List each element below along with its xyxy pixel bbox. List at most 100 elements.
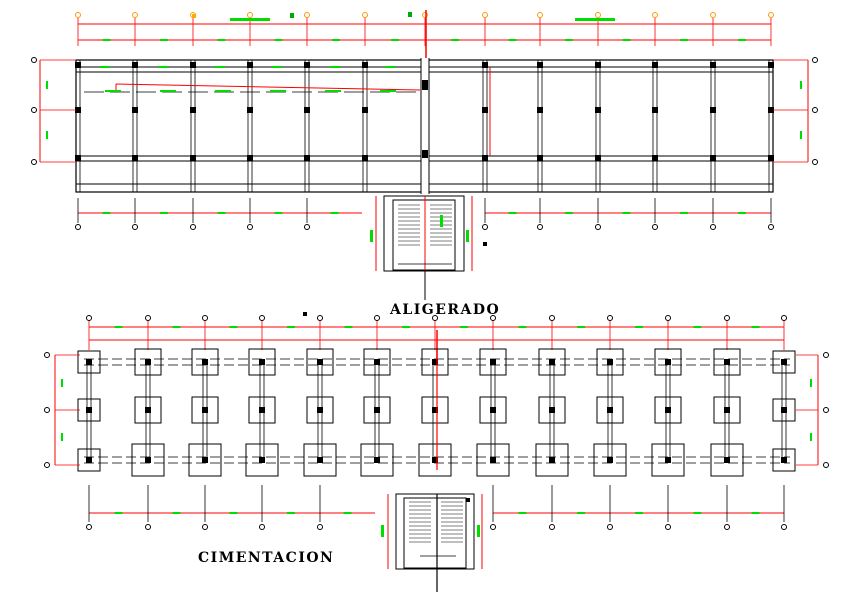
dimension-text [274,212,283,214]
footing-column [374,457,380,463]
dimension-text [751,512,760,514]
column [595,155,601,161]
dimension-text [215,90,231,92]
dimension-text [565,212,573,214]
dimension-text [565,39,573,41]
axis-bubble-top [304,12,310,18]
footing-column [781,359,787,365]
footing [654,396,682,424]
axis-bubble-top [549,315,555,321]
dimension-text [622,39,631,41]
footing-column [549,457,555,463]
dimension-text [680,39,688,41]
dimension-text-overall [230,18,270,21]
dimension-text [229,512,238,514]
column [537,107,543,113]
axis-bubble-left [31,107,37,113]
dimension-text [102,39,111,41]
dimension-text [217,212,226,214]
footing-column [317,457,323,463]
column [304,155,310,161]
column [362,107,368,113]
stair-inner [392,199,456,271]
axis-bubble-top [317,315,323,321]
dimension-text [800,131,802,139]
axis-bubble-top [607,315,613,321]
dimension-text [466,230,469,242]
dimension-text [270,90,286,92]
footing-column [259,359,265,365]
dimension-text [344,326,353,328]
footing [538,396,566,424]
column [190,62,196,68]
rebar-line [115,83,421,91]
footing [306,348,334,376]
column [710,107,716,113]
axis-bubble-left [44,407,50,413]
plan-title-aligerado: ALIGERADO [390,302,501,318]
dimension-text [160,212,168,214]
dimension-text [477,525,480,537]
footing-column [490,407,496,413]
footing-column [145,359,151,365]
axis-bubble-bottom [781,524,787,530]
footing [248,348,276,376]
column [710,155,716,161]
axis-bubble-left [31,159,37,165]
dimension-text [274,39,283,41]
column [652,155,658,161]
footing [651,443,685,477]
column [132,62,138,68]
column [247,107,253,113]
axis-bubble-top [432,315,438,321]
axis-bubble-top [374,315,380,321]
column [652,107,658,113]
dimension-text [635,512,643,514]
axis-bubble-left [44,462,50,468]
axis-bubble-right [823,462,829,468]
axis-bubble-top [724,315,730,321]
dimension-text [370,230,373,242]
footing [535,443,569,477]
axis-bubble-top [362,12,368,18]
dimension-text [391,39,399,41]
dimension-text [272,66,282,68]
footing [306,396,334,424]
column [768,62,774,68]
footing [421,396,449,424]
dimension-text [440,215,443,227]
axis-bubble-top [132,12,138,18]
footing-column [607,359,613,365]
axis-bubble-top [259,315,265,321]
footing [421,348,449,376]
dimension-text [330,212,339,214]
footing [713,396,741,424]
axis-bubble-bottom [145,524,151,530]
footing-column [607,407,613,413]
column [132,107,138,113]
stair-block [381,493,483,592]
plan-title-cimentacion: CIMENTACION [198,550,335,566]
footing-column [665,407,671,413]
footing-column [490,359,496,365]
footing-column [607,457,613,463]
footing-column [549,359,555,365]
footing [188,443,222,477]
marker [192,14,196,18]
column [768,107,774,113]
axis-bubble-bottom [304,224,310,230]
footing-column [374,407,380,413]
footing-column [145,407,151,413]
column [304,62,310,68]
column [768,155,774,161]
footing-column [665,359,671,365]
column [132,155,138,161]
axis-bubble-top [768,12,774,18]
axis-bubble-top [710,12,716,18]
dimension-text [105,90,121,92]
axis-bubble-bottom [652,224,658,230]
footing [360,443,394,477]
footing-column [317,359,323,365]
dimension-text [460,326,468,328]
